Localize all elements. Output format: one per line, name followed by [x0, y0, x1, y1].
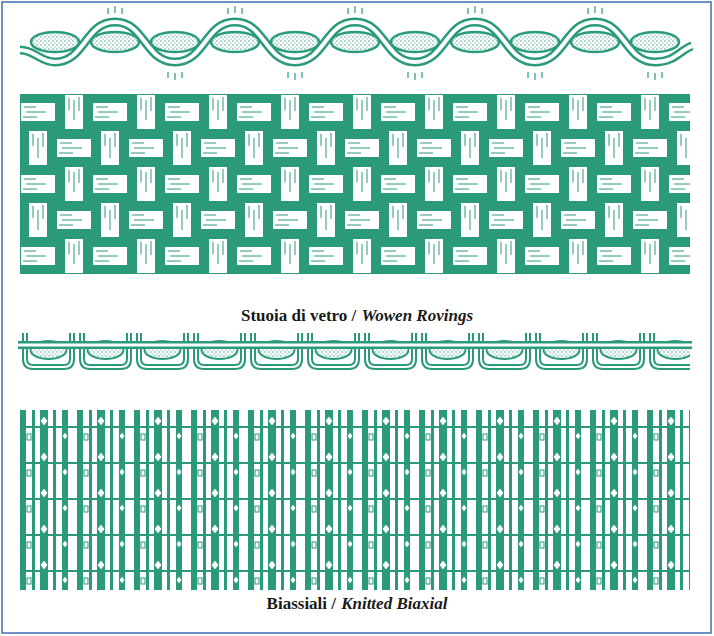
- caption-english: Wowen Rovings: [361, 306, 473, 325]
- caption-italian: Stuoia di vetro /: [241, 306, 356, 325]
- caption-english: Knitted Biaxial: [341, 594, 447, 613]
- caption-italian: Biassiali /: [267, 594, 336, 613]
- fabric-caption: Biassiali / Knitted Biaxial: [0, 594, 714, 614]
- fabric-caption: Stuoia di vetro / Wowen Rovings: [0, 306, 714, 326]
